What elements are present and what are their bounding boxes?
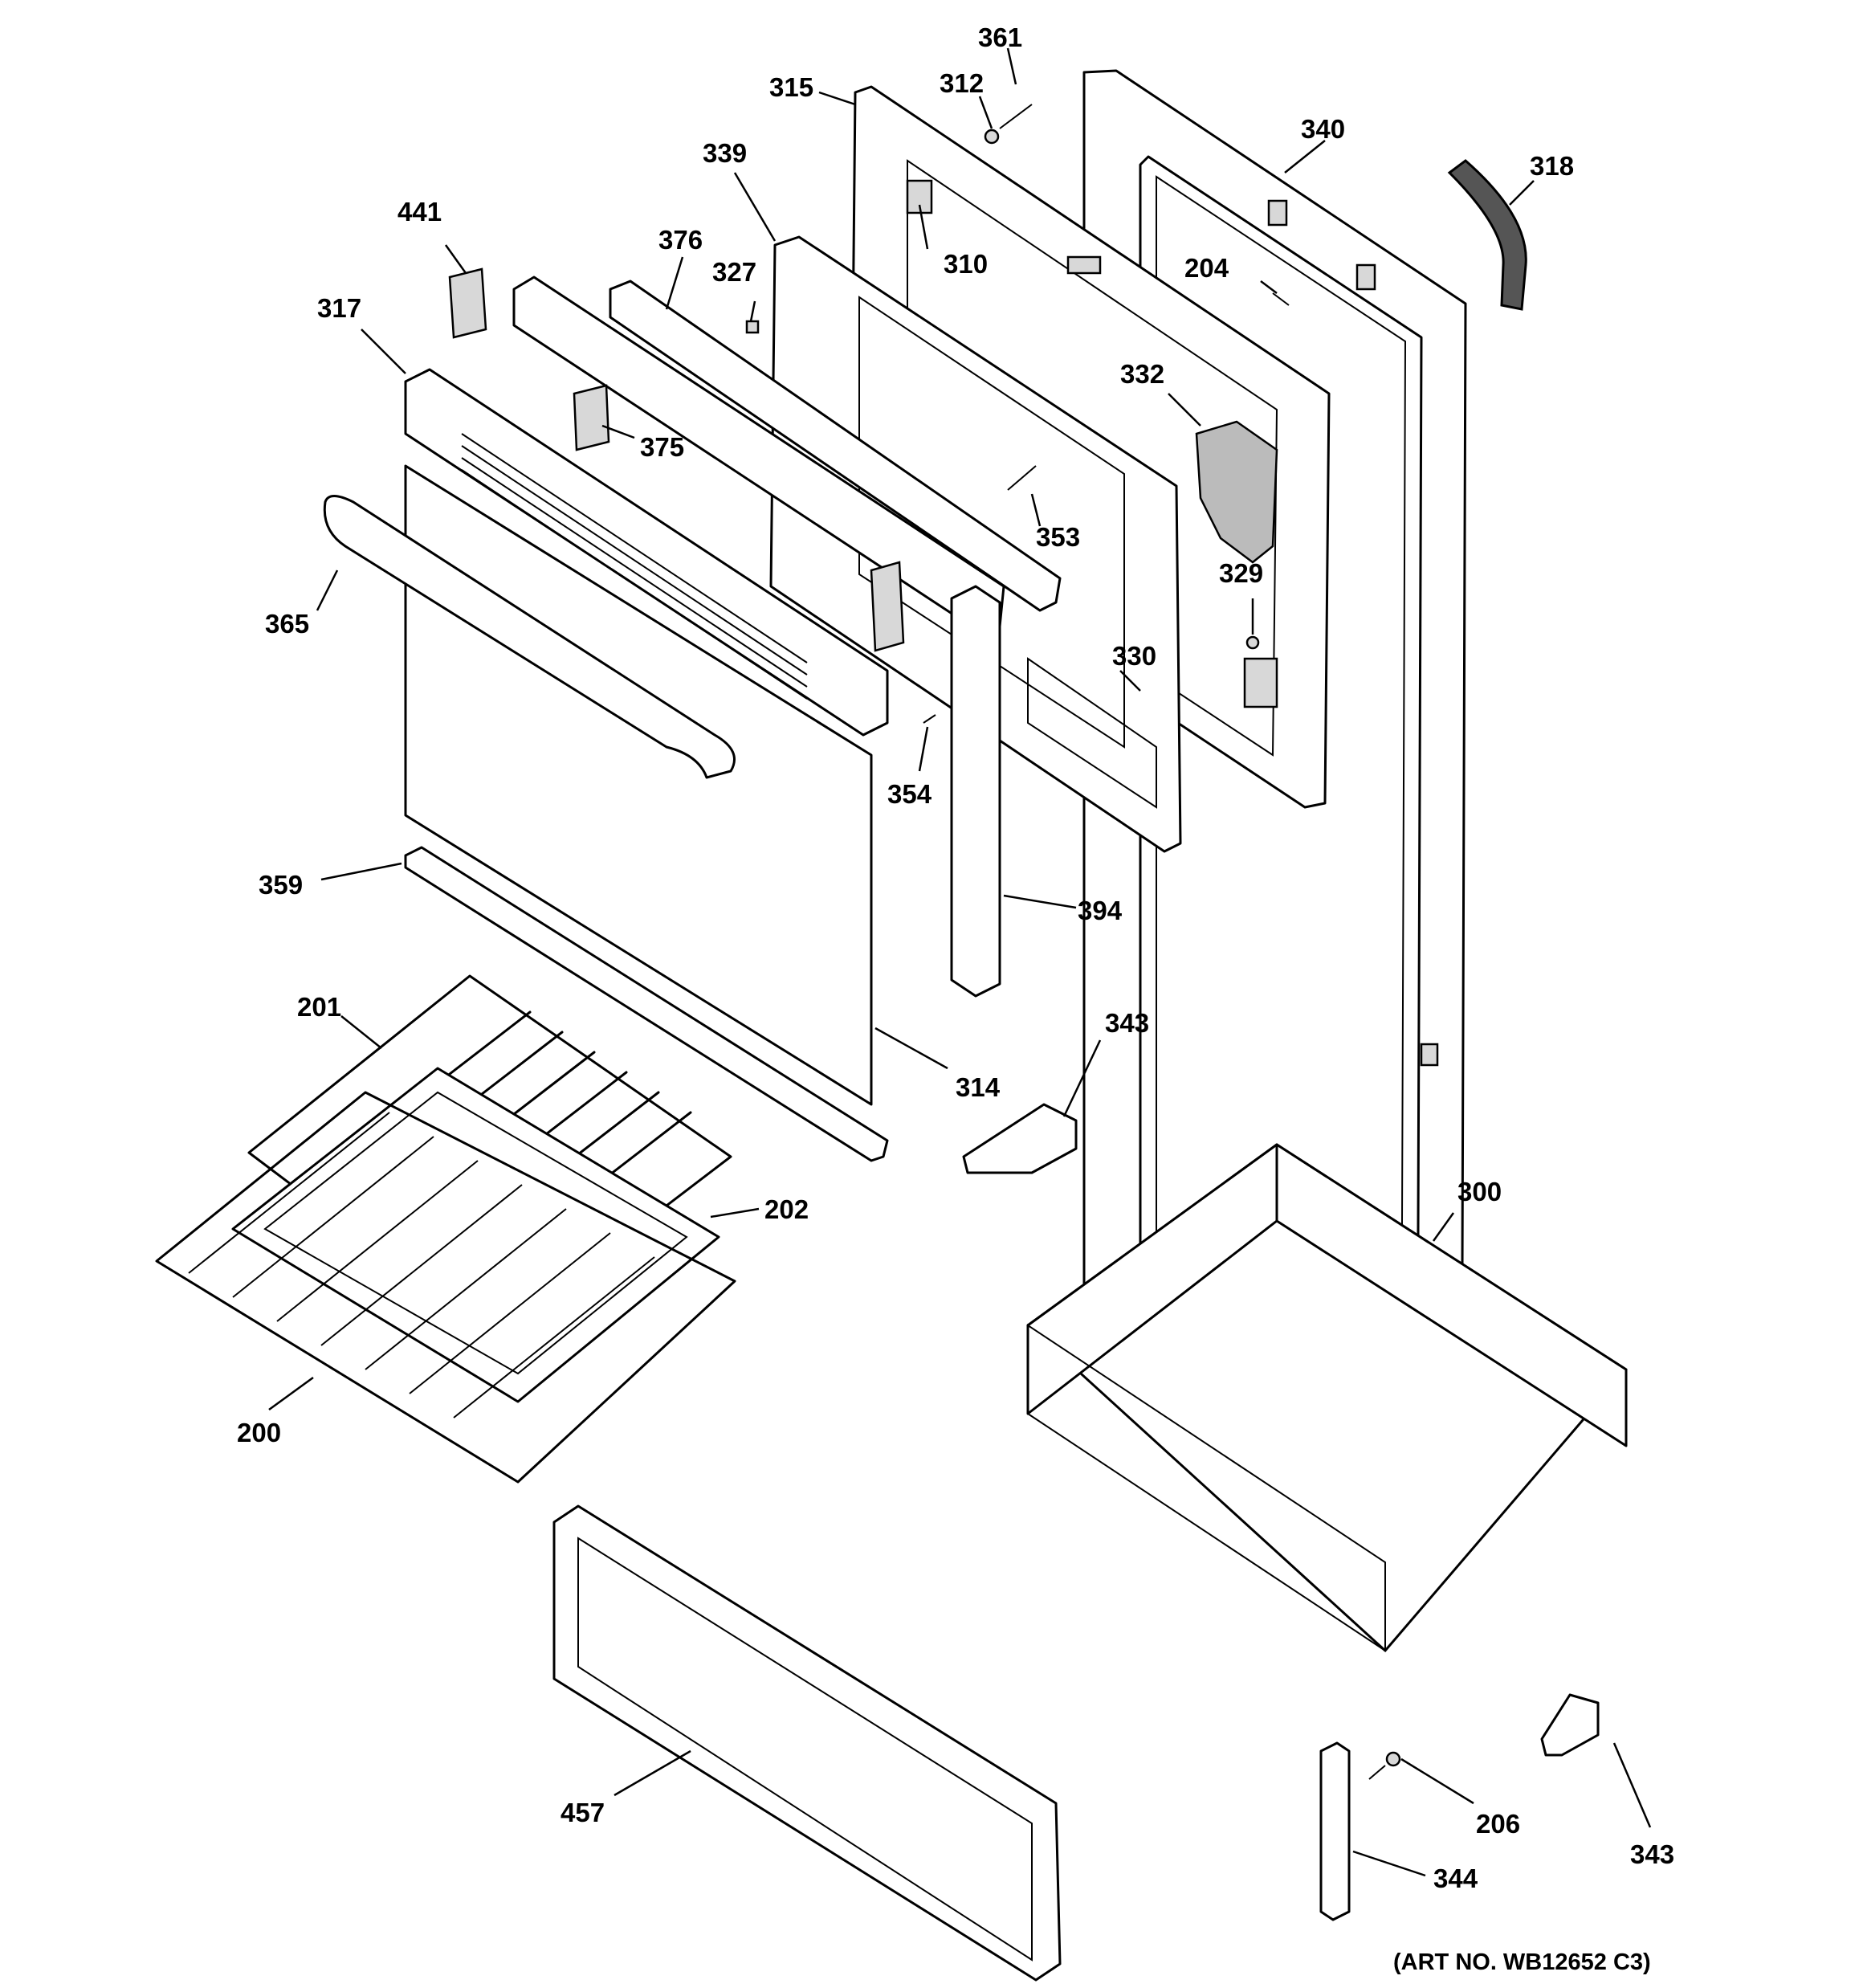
label-340: 340 (1301, 114, 1345, 144)
label-339: 339 (703, 138, 747, 168)
part-332-insulation (1195, 420, 1278, 564)
label-394: 394 (1078, 896, 1123, 925)
part-343-drawer-slide (962, 1103, 1078, 1174)
part-343-lower-slide (1540, 1693, 1600, 1757)
label-310: 310 (944, 249, 988, 279)
label-314: 314 (956, 1072, 1001, 1102)
label-365: 365 (265, 609, 309, 639)
label-343b: 343 (1630, 1839, 1674, 1869)
part-318-door-gasket (1447, 159, 1527, 311)
label-200: 200 (237, 1418, 281, 1447)
label-300: 300 (1457, 1177, 1502, 1206)
part-300-storage-drawer (1026, 1143, 1628, 1652)
part-206-screw (1368, 1751, 1401, 1780)
label-354: 354 (887, 779, 932, 809)
part-457-drawer-front (552, 1504, 1062, 1982)
label-202: 202 (764, 1194, 809, 1224)
label-359: 359 (259, 870, 303, 900)
part-labels: 361 312 315 340 318 339 310 441 376 327 … (237, 22, 1674, 1975)
label-457: 457 (561, 1798, 605, 1827)
label-361: 361 (978, 22, 1022, 52)
label-353: 353 (1036, 522, 1080, 552)
part-375-hinge-bracket (573, 384, 905, 652)
part-365-door-handle (323, 495, 736, 779)
label-315: 315 (769, 72, 813, 102)
label-375: 375 (640, 432, 684, 462)
label-329: 329 (1219, 558, 1263, 588)
part-441-hinge (448, 267, 487, 339)
label-344: 344 (1433, 1863, 1478, 1893)
label-318: 318 (1530, 151, 1574, 181)
label-317: 317 (317, 293, 361, 323)
small-hardware (745, 104, 1290, 724)
art-number: (ART NO. WB12652 C3) (1393, 1949, 1651, 1975)
label-330: 330 (1112, 641, 1156, 671)
label-204: 204 (1184, 253, 1229, 283)
part-359-bottom-trim (404, 846, 889, 1162)
label-332: 332 (1120, 359, 1164, 389)
part-317-vent-trim (404, 368, 889, 737)
label-376: 376 (658, 225, 703, 255)
part-202-broiler-pan-bottom (231, 1067, 720, 1403)
label-312: 312 (940, 68, 984, 98)
part-200-oven-rack (155, 1091, 736, 1484)
label-343a: 343 (1105, 1008, 1149, 1038)
leader-lines (268, 47, 1652, 1877)
part-394-door-side-trim (950, 585, 1001, 998)
part-344-drawer-rail (1319, 1741, 1351, 1921)
label-201: 201 (297, 992, 341, 1022)
part-376-door-trim (512, 276, 1062, 636)
label-206: 206 (1476, 1809, 1520, 1839)
label-441: 441 (397, 197, 442, 227)
label-327: 327 (712, 257, 756, 287)
